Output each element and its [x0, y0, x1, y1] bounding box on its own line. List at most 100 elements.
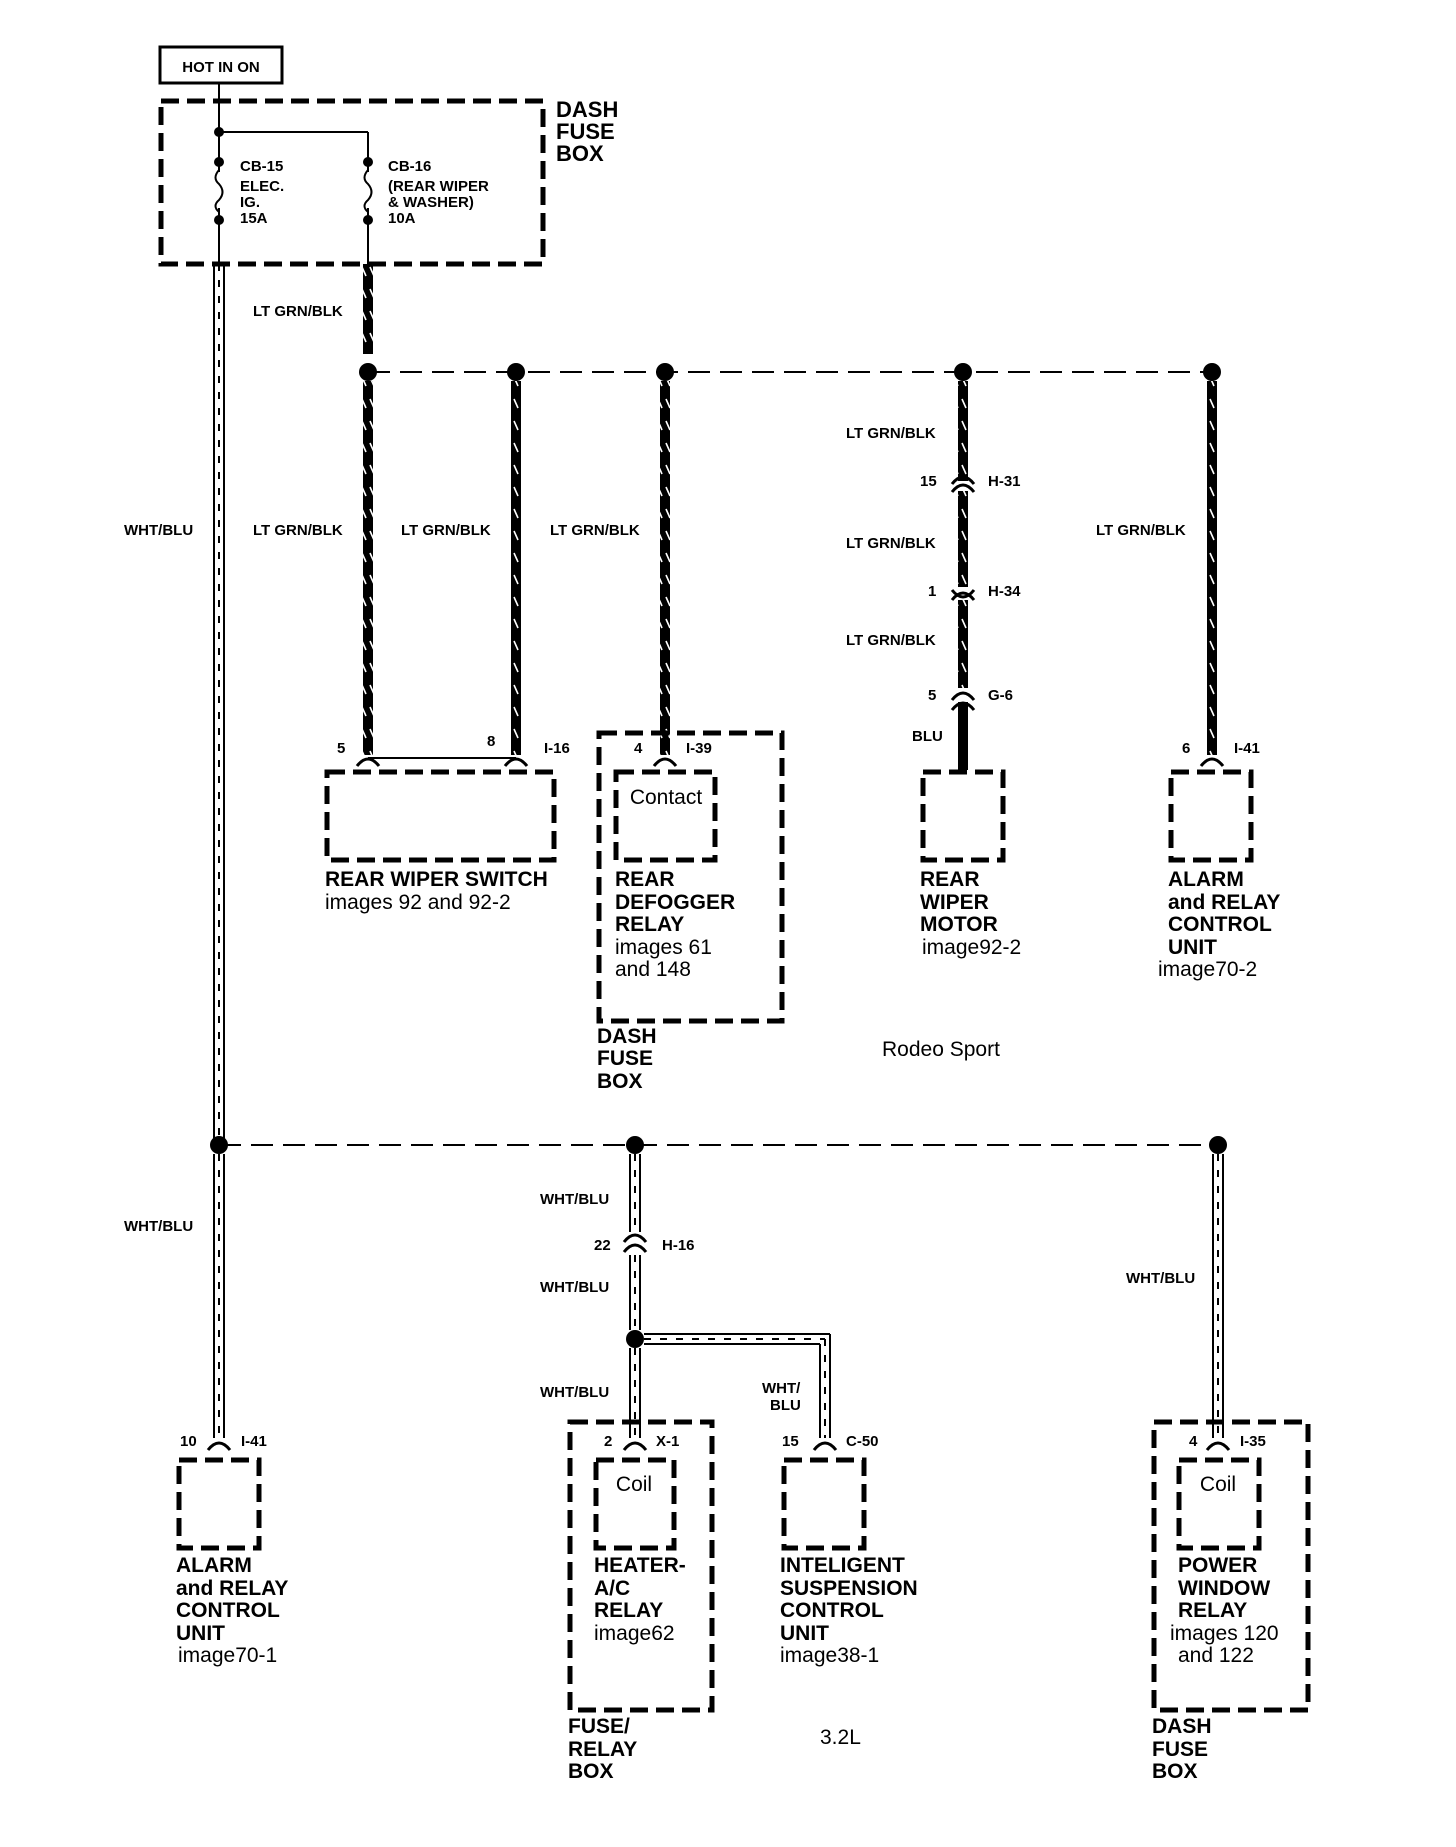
- source-label-box: [158, 45, 284, 85]
- circuit-breaker-cb15: [212, 127, 226, 225]
- wire-label-lt-grn-blk-4c: LT GRN/BLK: [846, 632, 936, 649]
- wire-label-lt-grn-blk-2: LT GRN/BLK: [401, 522, 491, 539]
- suspension-title-1: INTELIGENT: [780, 1554, 905, 1577]
- power-window-title-3: RELAY: [1178, 1599, 1247, 1622]
- power-window-housing-2: FUSE: [1152, 1738, 1208, 1761]
- bottom-splice-points: [210, 1136, 1227, 1348]
- power-window-pin-terminal: [1205, 1441, 1231, 1451]
- suspension-title-2: SUSPENSION: [780, 1577, 918, 1600]
- wire-to-wiper-switch-pin8: [511, 381, 521, 755]
- defogger-pin4: 4: [634, 740, 643, 757]
- wire-label-lt-grn-blk-3: LT GRN/BLK: [550, 522, 640, 539]
- defogger-title-3: RELAY: [615, 913, 684, 936]
- defogger-connector: I-39: [686, 740, 712, 757]
- wire-label-lt-grn-blk-supply: LT GRN/BLK: [253, 303, 343, 320]
- alarm-top-title-2: and RELAY: [1168, 891, 1280, 914]
- connector-g6-name: G-6: [988, 687, 1013, 704]
- wire-motor-seg-3: [958, 600, 968, 688]
- wire-label-wht-blu-c: WHT/BLU: [540, 1279, 609, 1296]
- wiper-switch-pin5: 5: [337, 740, 345, 757]
- wiper-switch-pin8: 8: [487, 733, 495, 750]
- top-splice-points: [359, 363, 1221, 381]
- power-window-ref-2: and 122: [1178, 1644, 1254, 1667]
- cb16-label-2: (REAR WIPER: [388, 178, 489, 195]
- alarm-bottom-title-2: and RELAY: [176, 1577, 288, 1600]
- cb15-label-1: CB-15: [240, 158, 283, 175]
- power-window-housing-3: BOX: [1152, 1760, 1198, 1783]
- alarm-bottom-pin10: 10: [180, 1433, 197, 1450]
- suspension-title-4: UNIT: [780, 1622, 829, 1645]
- defogger-contact-box: [613, 769, 718, 863]
- connector-h34-symbol: [950, 589, 976, 601]
- suspension-title-3: CONTROL: [780, 1599, 884, 1622]
- wire-label-lt-grn-blk-6: LT GRN/BLK: [1096, 522, 1186, 539]
- heater-coil-box: [593, 1457, 677, 1551]
- power-window-ref-1: images 120: [1170, 1622, 1279, 1645]
- heater-pin2: 2: [604, 1433, 612, 1450]
- power-window-connector: I-35: [1240, 1433, 1266, 1450]
- wire-to-wiper-switch-pin5: [363, 381, 373, 755]
- connector-g6-pin: 5: [928, 687, 936, 704]
- defogger-title-2: DEFOGGER: [615, 891, 735, 914]
- dash-fuse-box-top-title-3: BOX: [556, 141, 604, 166]
- suspension-pin-terminal: [812, 1441, 838, 1451]
- power-window-housing-1: DASH: [1152, 1715, 1212, 1738]
- power-window-title-1: POWER: [1178, 1554, 1257, 1577]
- wire-label-wht-blu-split-1: WHT/: [762, 1380, 801, 1397]
- heater-housing-3: BOX: [568, 1760, 614, 1783]
- heater-title-1: HEATER-: [594, 1554, 686, 1577]
- wire-motor-seg-1: [958, 381, 968, 481]
- rear-wiper-motor-title-1: REAR: [920, 868, 980, 891]
- alarm-top-title-4: UNIT: [1168, 936, 1217, 959]
- pin-terminals-wiper-switch: [355, 757, 529, 767]
- suspension-pin15: 15: [782, 1433, 799, 1450]
- wire-label-wht-blu-split-2: BLU: [770, 1397, 801, 1414]
- rear-wiper-motor-title-3: MOTOR: [920, 913, 998, 936]
- circuit-breaker-cb16: [361, 157, 375, 225]
- wire-to-defogger-relay: [660, 381, 670, 755]
- connector-h34-name: H-34: [988, 583, 1021, 600]
- connector-h31-pin: 15: [920, 473, 937, 490]
- heater-housing-1: FUSE/: [568, 1715, 630, 1738]
- power-window-dash-fuse-box: [1151, 1419, 1311, 1713]
- connector-h31-name: H-31: [988, 473, 1021, 490]
- alarm-bottom-title-1: ALARM: [176, 1554, 252, 1577]
- power-window-coil-label: Coil: [1200, 1473, 1236, 1496]
- cb15-label-4: 15A: [240, 210, 268, 227]
- alarm-top-connector: I-41: [1234, 740, 1260, 757]
- power-window-pin4: 4: [1189, 1433, 1198, 1450]
- heater-connector: X-1: [656, 1433, 679, 1450]
- alarm-relay-unit-top-box: [1168, 769, 1254, 863]
- rear-wiper-motor-ref: image92-2: [922, 936, 1021, 959]
- heater-housing-2: RELAY: [568, 1738, 637, 1761]
- defogger-housing-1: DASH: [597, 1025, 657, 1048]
- alarm-bottom-connector: I-41: [241, 1433, 267, 1450]
- alarm-top-ref: image70-2: [1158, 958, 1257, 981]
- defogger-contact-label: Contact: [630, 786, 703, 809]
- cb16-label-4: 10A: [388, 210, 416, 227]
- defogger-dash-fuse-box: [596, 730, 785, 1024]
- connector-h16-pin: 22: [594, 1237, 611, 1254]
- heater-ref: image62: [594, 1622, 675, 1645]
- alarm-bottom-pin-terminal: [206, 1441, 232, 1451]
- defogger-housing-3: BOX: [597, 1070, 643, 1093]
- rear-wiper-motor-box: [920, 769, 1006, 863]
- heater-coil-label: Coil: [616, 1473, 652, 1496]
- rear-wiper-switch-ref: images 92 and 92-2: [325, 891, 511, 914]
- suspension-connector: C-50: [846, 1433, 879, 1450]
- wiper-switch-connector: I-16: [544, 740, 570, 757]
- alarm-bottom-title-4: UNIT: [176, 1622, 225, 1645]
- cb15-label-3: IG.: [240, 194, 260, 211]
- connector-h31-symbol: [950, 475, 976, 493]
- intelligent-suspension-unit-box: [781, 1457, 867, 1551]
- connector-h16-name: H-16: [662, 1237, 695, 1254]
- wht-blu-main-wire: [213, 264, 225, 1145]
- lt-grn-blk-supply-wire: [363, 264, 373, 354]
- rear-wiper-motor-title-2: WIPER: [920, 891, 989, 914]
- alarm-top-title-3: CONTROL: [1168, 913, 1272, 936]
- defogger-title-1: REAR: [615, 868, 675, 891]
- note-rodeo-sport: Rodeo Sport: [882, 1038, 1000, 1061]
- wire-label-lt-grn-blk-4a: LT GRN/BLK: [846, 425, 936, 442]
